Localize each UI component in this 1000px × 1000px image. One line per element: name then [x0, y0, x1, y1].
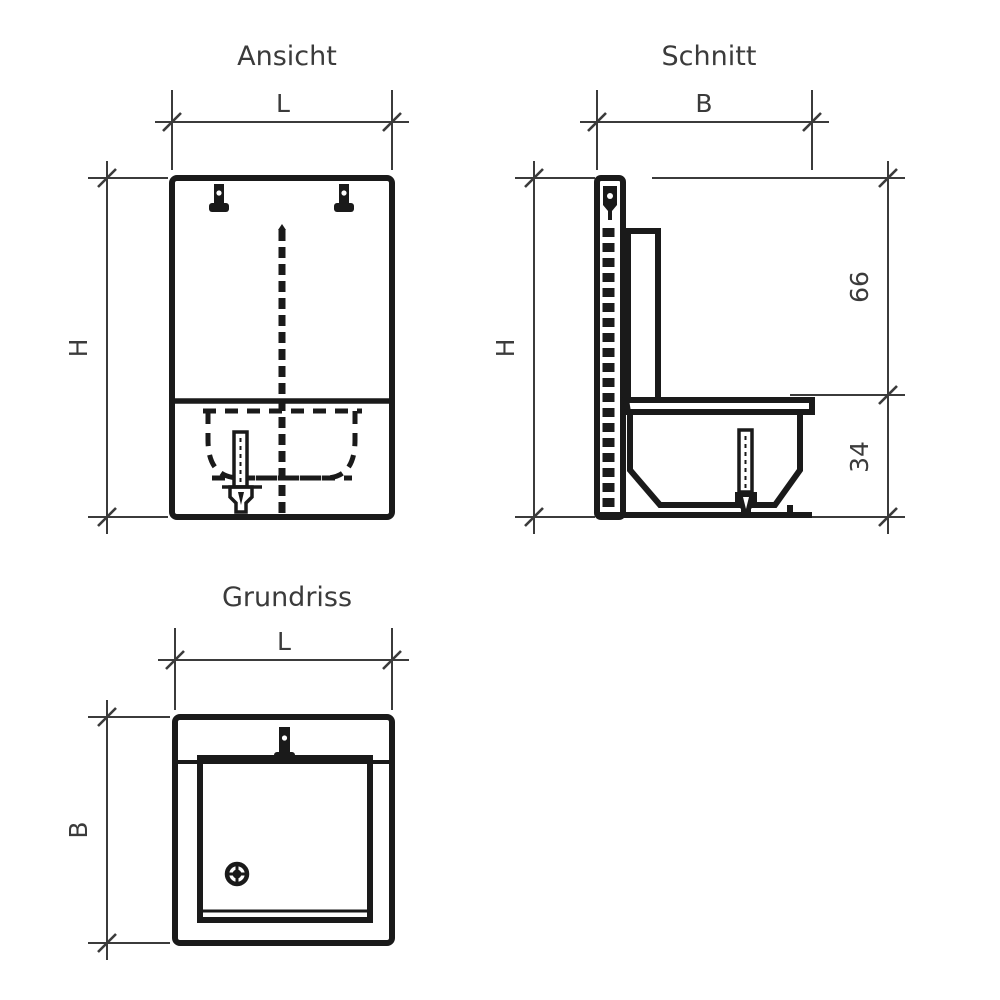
- schnitt-upper-dimension-label: 66: [845, 271, 874, 303]
- ansicht-basin-hidden-outline: [205, 411, 358, 481]
- grundriss-width-dimension: L: [158, 627, 409, 710]
- ansicht-body-outline: [169, 175, 395, 520]
- grundriss-depth-dimension: B: [64, 700, 170, 960]
- view-grundriss: Grundriss L B: [64, 582, 409, 960]
- schnitt-width-dimension: B: [580, 89, 829, 170]
- ansicht-hanger-bracket-left: [209, 184, 229, 212]
- ansicht-standpipe: [222, 430, 262, 514]
- ansicht-center-flush-rod: [278, 224, 286, 515]
- ansicht-hanger-bracket-right: [334, 184, 354, 212]
- view-schnitt: Schnitt B H: [491, 41, 905, 534]
- grundriss-drain-symbol: [224, 861, 250, 887]
- view-ansicht: Ansicht L H: [64, 41, 409, 534]
- schnitt-lower-dimension-label: 34: [845, 441, 874, 473]
- grundriss-title: Grundriss: [222, 582, 352, 613]
- schnitt-title: Schnitt: [662, 41, 757, 72]
- schnitt-segment-dimensions: 66 34: [652, 161, 905, 534]
- ansicht-height-dimension: H: [64, 161, 168, 534]
- ansicht-height-label: H: [64, 339, 93, 358]
- schnitt-basin-profile: [622, 397, 815, 508]
- schnitt-standpipe: [735, 428, 757, 516]
- schnitt-height-label: H: [491, 339, 520, 358]
- schnitt-riser-pipe: [625, 228, 661, 398]
- grundriss-width-label: L: [277, 627, 291, 656]
- schnitt-back-panel: [594, 175, 626, 520]
- ansicht-title: Ansicht: [237, 41, 337, 72]
- schnitt-height-dimension: H: [491, 161, 595, 534]
- schnitt-width-label: B: [695, 89, 712, 118]
- grundriss-depth-label: B: [64, 821, 93, 838]
- grundriss-basin-outline: [197, 755, 373, 923]
- ansicht-width-label: L: [276, 89, 290, 118]
- ansicht-width-dimension: L: [155, 89, 409, 170]
- grundriss-outer-outline: [172, 714, 395, 946]
